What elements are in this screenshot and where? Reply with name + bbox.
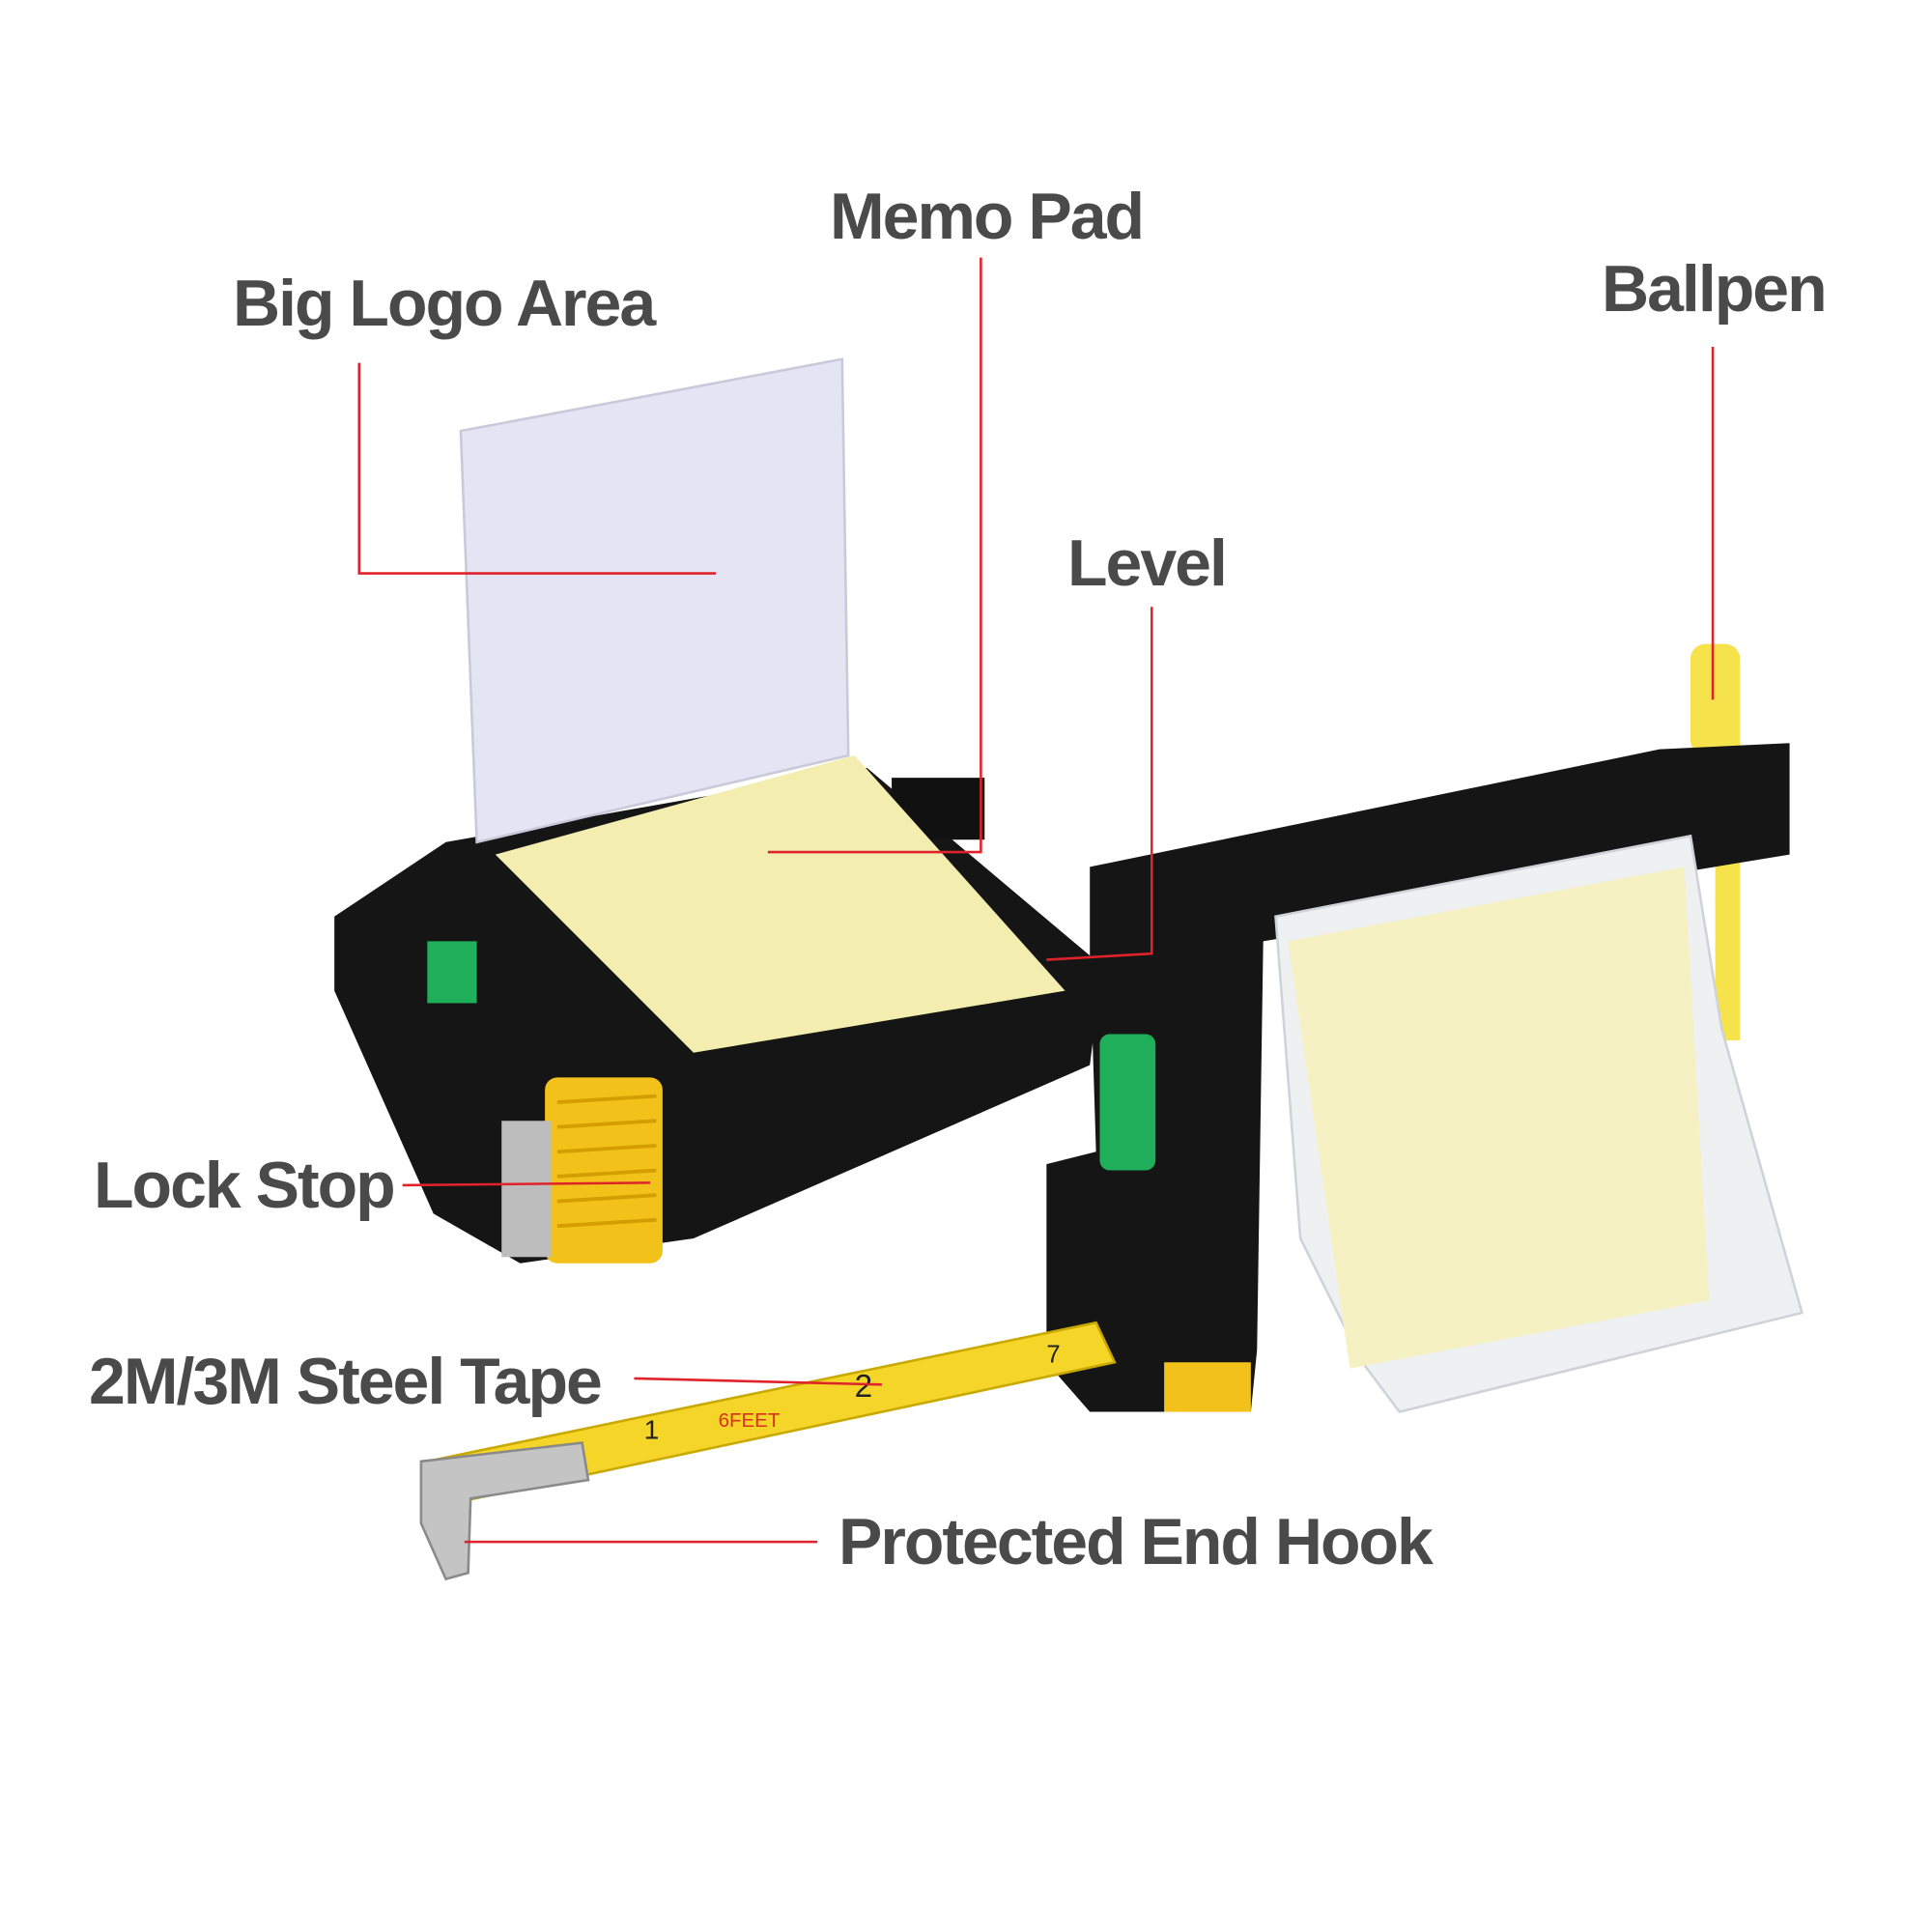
label-memo-pad: Memo Pad <box>830 180 1145 253</box>
right-tape-unit <box>1046 643 1804 1413</box>
level-vial-left <box>427 941 477 1004</box>
tape-mark: 6FEET <box>719 1409 781 1432</box>
leader-memo-pad <box>767 257 982 854</box>
leader-lock-stop <box>402 1181 651 1187</box>
level-vial <box>1099 1034 1156 1171</box>
label-lock-stop: Lock Stop <box>94 1149 396 1222</box>
label-steel-tape: 2M/3M Steel Tape <box>89 1345 603 1418</box>
leader-level <box>1046 607 1153 961</box>
ballpen <box>1690 643 1741 756</box>
logo-cover <box>459 357 850 844</box>
label-protected-end-hook: Protected End Hook <box>838 1505 1434 1578</box>
lock-stop-clip <box>501 1121 552 1258</box>
leader-logo-area <box>357 362 717 575</box>
memo-pad-right <box>1288 867 1710 1369</box>
leader-lines <box>357 257 1715 1544</box>
label-ballpen: Ballpen <box>1602 252 1828 326</box>
left-tape-unit <box>334 357 1103 1264</box>
tape-mark: 2 <box>855 1369 873 1405</box>
label-level: Level <box>1067 526 1228 600</box>
leader-steel-tape <box>634 1377 882 1386</box>
memo-pad-left <box>495 755 1065 1053</box>
tape-mark: 7 <box>1046 1341 1060 1368</box>
tape-mark: 1 <box>644 1414 660 1445</box>
label-big-logo-area: Big Logo Area <box>233 267 656 340</box>
steel-tape: 1 2 6FEET 7 <box>419 1321 1117 1581</box>
end-hook <box>419 1441 590 1581</box>
